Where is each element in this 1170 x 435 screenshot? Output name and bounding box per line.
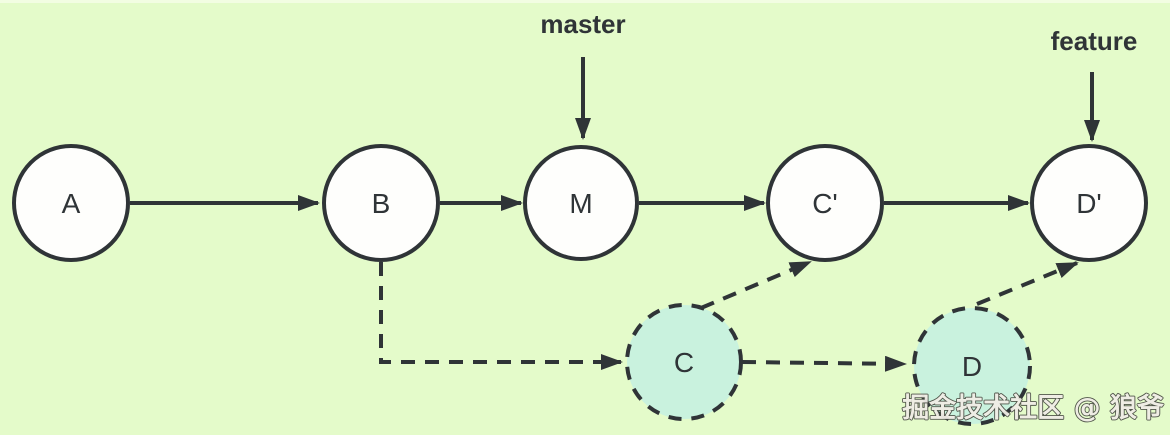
- commit-node-B: B: [322, 144, 440, 262]
- edge-b-to-c: [379, 262, 623, 370]
- commit-node-M: M: [523, 145, 639, 261]
- commit-circle-D-prime: [1030, 144, 1148, 262]
- edge-c-to-d: [741, 355, 907, 372]
- commit-circle-C: [625, 303, 743, 421]
- commit-label-C-prime: C': [812, 188, 838, 219]
- commit-node-A: A: [12, 144, 130, 262]
- watermark-text: 掘金技术社区 @ 狼爷: [902, 392, 1164, 424]
- commit-circle-M: [523, 145, 639, 261]
- commit-node-D-prime: D': [1030, 144, 1148, 262]
- commit-label-A: A: [62, 188, 81, 219]
- commit-circle-B: [322, 144, 440, 262]
- top-edge-highlight: [0, 0, 1170, 3]
- commit-circle-D: [912, 306, 1032, 426]
- branch-label-master: master: [540, 9, 625, 39]
- commit-label-D-prime: D': [1076, 188, 1102, 219]
- commit-node-D: D: [912, 306, 1032, 426]
- commit-circle-C-prime: [766, 144, 884, 262]
- commit-node-C-prime: C': [766, 144, 884, 262]
- commit-label-C: C: [674, 347, 694, 378]
- branch-label-feature: feature: [1051, 26, 1138, 56]
- commit-label-B: B: [372, 188, 391, 219]
- commit-circle-A: [12, 144, 130, 262]
- commit-label-D: D: [962, 351, 982, 382]
- commit-label-M: M: [569, 188, 592, 219]
- edge-d-to-d-prime: [976, 261, 1079, 306]
- commit-node-C: C: [625, 303, 743, 421]
- edge-c-to-c-prime: [700, 260, 812, 310]
